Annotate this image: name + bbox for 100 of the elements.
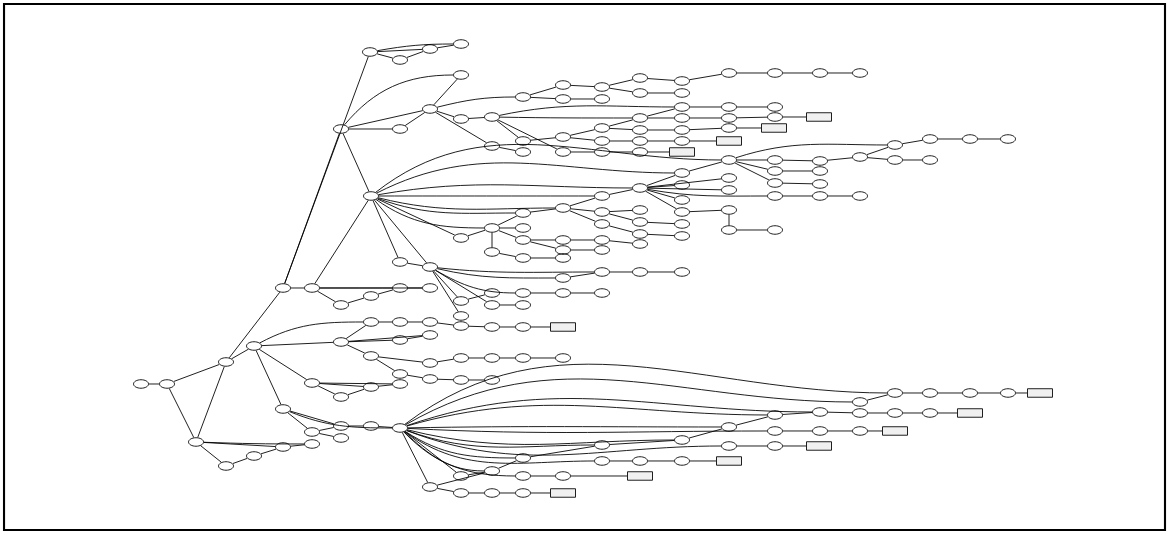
graph-node — [363, 351, 379, 361]
edge-line — [689, 140, 717, 142]
graph-node — [594, 136, 610, 146]
graph-node — [767, 68, 783, 78]
graph-node — [422, 262, 438, 272]
graph-node — [422, 482, 438, 492]
edge-line — [404, 431, 516, 459]
graph-node — [721, 155, 737, 165]
edge-line — [406, 430, 722, 456]
edge-line — [867, 430, 883, 432]
graph-node — [632, 183, 648, 193]
edge-line — [259, 321, 364, 344]
graph-node — [674, 88, 690, 98]
edge-line — [499, 492, 516, 494]
graph-node — [852, 68, 868, 78]
graph-node — [275, 442, 291, 452]
graph-node — [484, 488, 500, 498]
graph-node — [812, 426, 828, 436]
edge-line — [378, 384, 393, 387]
edge-line — [228, 291, 281, 359]
edge-line — [375, 144, 722, 193]
graph-node — [555, 94, 571, 104]
edge-line — [647, 140, 675, 142]
graph-node — [594, 267, 610, 277]
edge-line — [867, 157, 888, 160]
edge-line — [647, 185, 675, 188]
graph-node — [674, 168, 690, 178]
graph-node — [422, 283, 438, 293]
edge-line — [689, 209, 722, 213]
graph-node — [767, 426, 783, 436]
edge-line — [647, 151, 670, 153]
edge-line — [468, 325, 485, 328]
graph-node — [674, 195, 690, 205]
edge-line — [290, 287, 305, 289]
graph-node — [957, 408, 983, 418]
graph-node — [674, 267, 690, 277]
graph-node — [594, 288, 610, 298]
graph-node — [627, 471, 653, 481]
graph-node — [716, 456, 742, 466]
edge-line — [348, 110, 424, 128]
edge-line — [977, 392, 1001, 394]
edge-line — [437, 44, 454, 49]
edge-line — [609, 440, 675, 445]
edge-line — [407, 427, 768, 433]
edge-line — [435, 111, 487, 144]
edge-line — [735, 416, 769, 426]
graph-node — [674, 456, 690, 466]
edge-line — [569, 197, 596, 207]
graph-node — [767, 225, 783, 235]
edge-line — [570, 249, 595, 251]
graph-node — [922, 408, 938, 418]
edge-line — [609, 87, 633, 93]
edge-line — [647, 188, 768, 197]
graph-node — [812, 156, 828, 166]
edge-line — [499, 357, 516, 359]
edge-line — [735, 161, 769, 170]
graph-node — [484, 141, 500, 151]
graph-node — [632, 147, 648, 157]
edge-line — [782, 182, 813, 185]
edge-line — [231, 348, 249, 360]
edge-line — [499, 227, 516, 229]
edge-line — [647, 221, 675, 225]
graph-node — [674, 219, 690, 229]
edge-line — [609, 140, 633, 142]
edge-line — [319, 433, 334, 437]
edge-line — [496, 120, 519, 138]
graph-node — [515, 208, 531, 218]
edge-line — [827, 72, 853, 74]
edge-line — [319, 382, 393, 385]
edge-line — [437, 358, 454, 363]
edge-line — [284, 133, 340, 284]
graph-node — [922, 134, 938, 144]
edge-line — [404, 431, 457, 473]
edge-line — [404, 363, 888, 425]
edge-line — [609, 189, 633, 195]
graph-node — [515, 300, 531, 310]
edge-line — [437, 322, 454, 326]
edge-line — [647, 92, 675, 94]
graph-node — [392, 257, 408, 267]
edge-line — [736, 106, 768, 108]
edge-line — [499, 253, 516, 257]
graph-node — [555, 245, 571, 255]
edge-line — [734, 162, 770, 181]
edge-line — [345, 325, 367, 339]
edge-line — [499, 105, 675, 116]
edge-line — [782, 445, 807, 447]
graph-node — [550, 488, 576, 498]
graph-node — [515, 223, 531, 233]
graph-node — [852, 426, 868, 436]
graph-node — [761, 123, 787, 133]
graph-node — [674, 180, 690, 190]
edge-line — [689, 127, 722, 131]
edge-line — [736, 159, 768, 161]
edge-line — [255, 350, 282, 405]
graph-node — [594, 191, 610, 201]
graph-node — [392, 283, 408, 293]
graph-node — [484, 288, 500, 298]
graph-node — [887, 388, 903, 398]
edge-line — [647, 178, 722, 188]
graph-node — [484, 375, 500, 385]
